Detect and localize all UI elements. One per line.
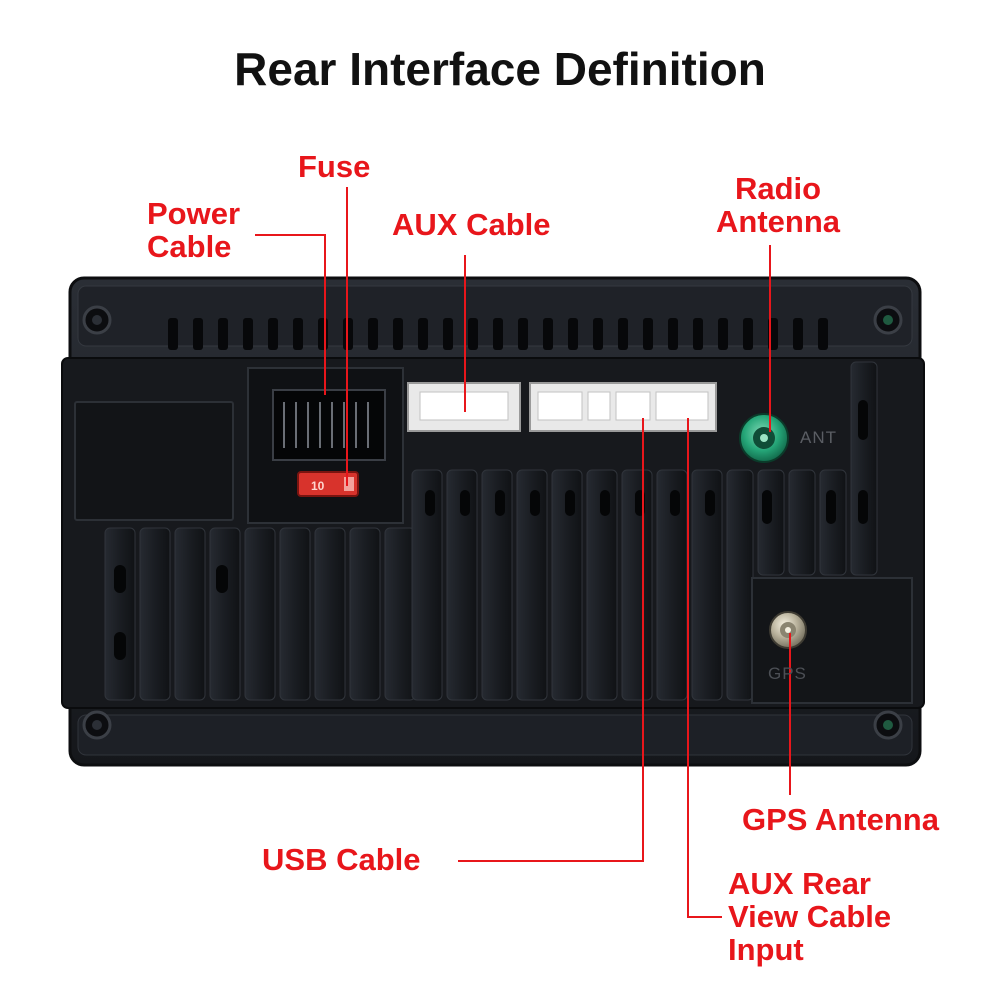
label-aux-cable: AUX Cable (392, 208, 550, 241)
heat-sink-fins (104, 361, 878, 701)
fuse-text: Fuse (298, 149, 371, 184)
label-power-cable: Power Cable (147, 197, 240, 263)
radio-line1: Radio (734, 171, 822, 206)
aux-cable-text: AUX Cable (392, 207, 551, 242)
fuse-rating: 10 (311, 479, 325, 493)
aux-rear-line2: View Cable (728, 899, 892, 934)
usb-rear-connector-bank (529, 382, 717, 432)
fuse (297, 471, 359, 497)
label-aux-rear-view: AUX Rear View Cable Input (728, 867, 891, 966)
gps-connector (751, 577, 913, 704)
power-line2: Cable (147, 229, 232, 264)
label-gps-antenna: GPS Antenna (742, 803, 939, 836)
gps-marking: GPS (768, 664, 807, 683)
leader-lines (255, 187, 791, 918)
radio-antenna-jack (739, 413, 789, 463)
fin-slots (114, 400, 868, 660)
ant-marking: ANT (800, 428, 837, 447)
left-panel (74, 401, 234, 521)
power-line1: Power (147, 196, 241, 231)
page-title: Rear Interface Definition (234, 43, 766, 95)
gps-antenna-text: GPS Antenna (742, 802, 939, 837)
label-fuse: Fuse (298, 150, 370, 183)
aux-rear-line3: Input (728, 932, 804, 967)
label-usb-cable: USB Cable (262, 843, 420, 876)
label-radio-antenna: Radio Antenna (708, 172, 848, 238)
corner-screws (82, 305, 903, 740)
aux-rear-line1: AUX Rear (728, 866, 871, 901)
top-vent-slots (168, 318, 828, 350)
usb-cable-text: USB Cable (262, 842, 421, 877)
radio-line2: Antenna (716, 204, 840, 239)
